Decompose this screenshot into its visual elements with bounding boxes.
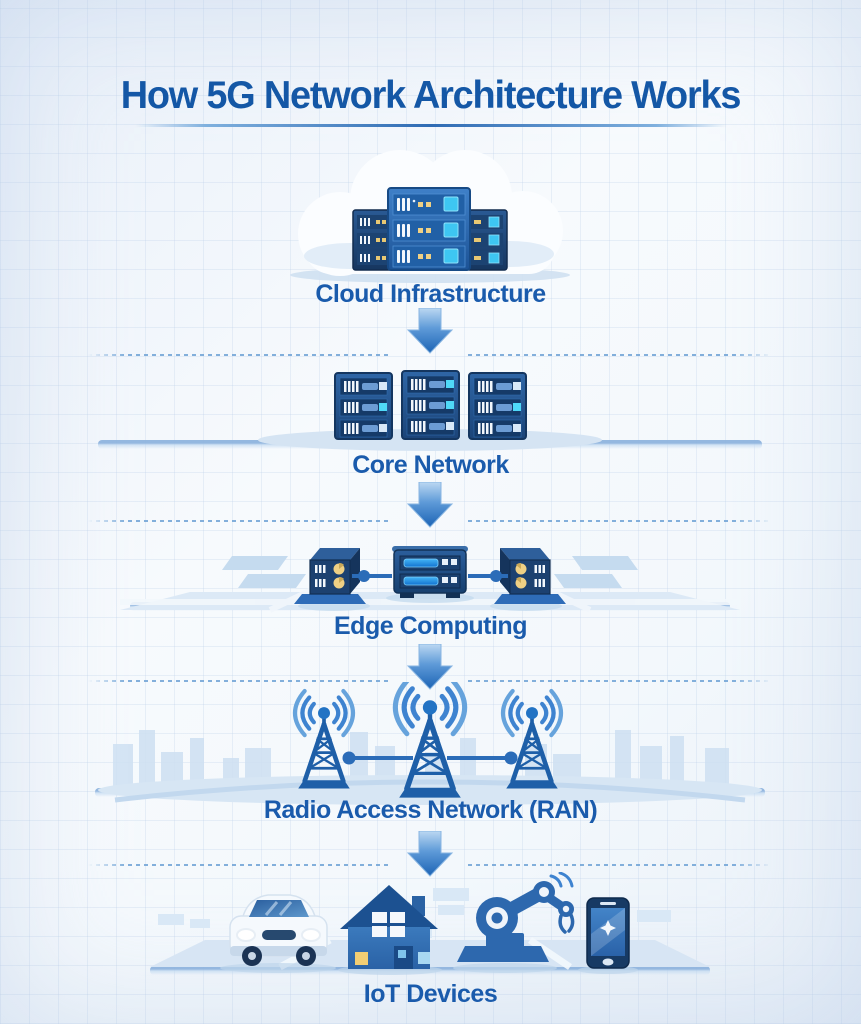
house-icon — [338, 885, 442, 975]
cell-tower-icon — [295, 691, 353, 789]
cloud-servers-icon — [290, 150, 570, 283]
layer-label-cloud-infrastructure: Cloud Infrastructure — [315, 280, 546, 308]
server-rack — [466, 209, 508, 271]
arrow-down-icon — [406, 482, 454, 528]
arrow-down-icon — [406, 308, 454, 354]
divider-line — [468, 354, 772, 356]
cell-towers-icon — [98, 682, 762, 805]
divider-line — [468, 680, 772, 682]
edge-node-cube — [294, 548, 370, 611]
divider-line — [468, 864, 772, 866]
layer-label-core-network: Core Network — [352, 451, 509, 479]
arrow-down-icon — [406, 831, 454, 877]
divider-line — [88, 520, 392, 522]
edge-nodes-icon — [120, 546, 740, 613]
iot-devices-icon — [150, 872, 710, 975]
divider-line — [468, 520, 772, 522]
robot-arm-icon — [453, 872, 575, 973]
divider-line — [88, 354, 392, 356]
title-underline — [134, 124, 727, 127]
signal-arcs — [549, 872, 574, 888]
divider-line — [88, 680, 392, 682]
divider-line — [88, 864, 392, 866]
smartphone-icon — [578, 897, 638, 974]
layer-label-radio-access-network: Radio Access Network (RAN) — [263, 796, 598, 824]
edge-server — [386, 546, 474, 603]
server-tower — [468, 372, 527, 440]
server-rack — [387, 187, 471, 271]
server-racks-icon — [258, 370, 602, 451]
server-tower — [334, 372, 393, 440]
layer-label-edge-computing: Edge Computing — [334, 612, 527, 640]
layer-label-iot-devices: IoT Devices — [363, 980, 498, 1008]
arrow-down-icon — [406, 644, 454, 690]
page-title: How 5G Network Architecture Works — [120, 74, 742, 117]
server-tower — [401, 370, 460, 440]
car-icon — [220, 894, 336, 973]
